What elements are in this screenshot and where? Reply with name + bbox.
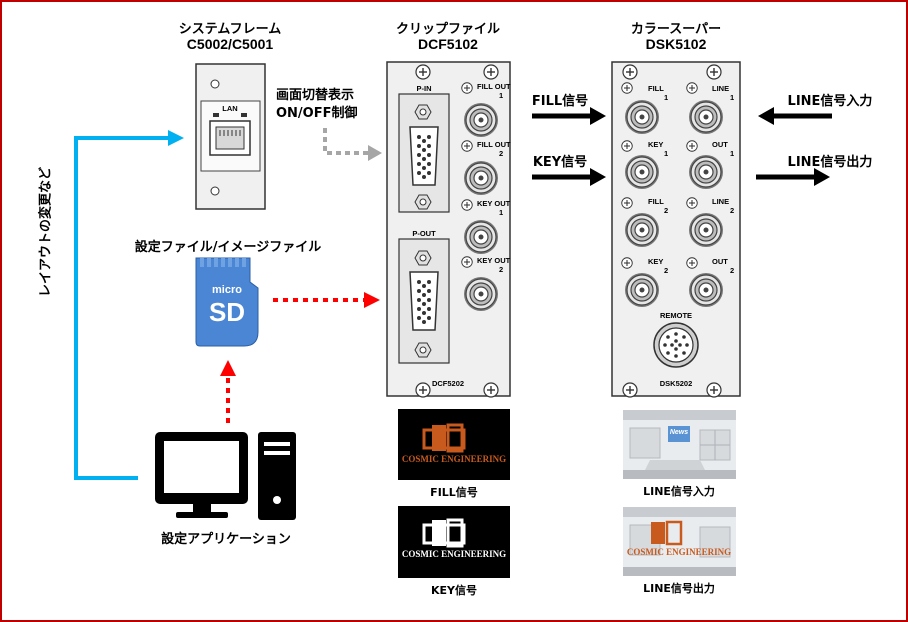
sd-caption: 設定ファイル/イメージファイル bbox=[134, 240, 322, 255]
super-title: カラースーパー bbox=[630, 22, 722, 37]
bnc-connector bbox=[463, 102, 499, 138]
panel-screw-icon bbox=[415, 64, 431, 80]
input-num: 2 bbox=[664, 206, 669, 215]
key-thumb-caption: KEY信号 bbox=[430, 584, 478, 597]
line-out-thumbnail bbox=[623, 507, 736, 576]
panel-screw-icon bbox=[483, 64, 499, 80]
pc-icon bbox=[155, 432, 296, 520]
fill-thumb-logo: COSMIC ENGINEERING bbox=[401, 454, 507, 464]
bnc-connector bbox=[624, 272, 660, 308]
input-num: 1 bbox=[664, 149, 669, 158]
panel-screw-icon bbox=[706, 64, 722, 80]
sd-text: SD bbox=[208, 297, 246, 327]
system-frame-model: C5002/C5001 bbox=[186, 36, 274, 52]
control-label-line1: 画面切替表示 bbox=[276, 88, 355, 103]
sd-transfer-arrow bbox=[273, 292, 380, 308]
output-num: 1 bbox=[499, 91, 504, 100]
input-num: 1 bbox=[664, 93, 669, 102]
panel-screw-icon bbox=[706, 382, 722, 398]
news-text: News bbox=[669, 429, 689, 436]
lan-port-label: LAN bbox=[222, 104, 238, 113]
input-label: KEY bbox=[648, 257, 664, 266]
bnc-connector bbox=[624, 99, 660, 135]
super-plate: DSK5202 bbox=[659, 379, 693, 388]
line-out-thumb-logo: COSMIC ENGINEERING bbox=[626, 547, 732, 557]
control-label-line2: ON/OFF制御 bbox=[276, 106, 358, 121]
super-module bbox=[611, 61, 741, 398]
remote-connector bbox=[653, 322, 699, 368]
super-model: DSK5102 bbox=[645, 36, 707, 52]
output-num: 2 bbox=[499, 265, 504, 274]
output-num: 1 bbox=[730, 93, 735, 102]
pc-to-sd-arrow bbox=[220, 360, 236, 423]
control-arrow bbox=[323, 128, 382, 161]
input-label: FILL bbox=[648, 197, 664, 206]
panel-screw-icon bbox=[483, 382, 499, 398]
bnc-connector bbox=[688, 272, 724, 308]
line-in-label: LINE信号入力 bbox=[787, 94, 873, 109]
input-label: KEY bbox=[648, 140, 664, 149]
output-label: KEY OUT bbox=[477, 199, 511, 208]
layout-change-path bbox=[74, 130, 184, 480]
bnc-connector bbox=[624, 212, 660, 248]
fill-signal-thumbnail bbox=[398, 409, 510, 480]
sd-micro-text: micro bbox=[212, 284, 242, 296]
clip-file-plate: DCF5202 bbox=[431, 379, 465, 388]
system-frame-title: システムフレーム bbox=[178, 22, 282, 37]
layout-change-label: レイアウトの変更など bbox=[38, 166, 54, 298]
output-label: FILL OUT bbox=[477, 140, 511, 149]
output-label: LINE bbox=[712, 197, 730, 206]
fill-thumb-caption: FILL信号 bbox=[430, 486, 478, 499]
line-in-thumb-caption: LINE信号入力 bbox=[643, 485, 715, 498]
output-label: FILL OUT bbox=[477, 82, 511, 91]
panel-screw-icon bbox=[622, 382, 638, 398]
p-in-connector bbox=[409, 126, 439, 186]
input-label: FILL bbox=[648, 84, 664, 93]
p-in-label: P-IN bbox=[416, 84, 432, 93]
panel-screw-icon bbox=[415, 382, 431, 398]
bnc-connector bbox=[624, 154, 660, 190]
fill-signal-label: FILL信号 bbox=[531, 94, 589, 109]
line-out-label: LINE信号出力 bbox=[787, 155, 873, 170]
output-num: 2 bbox=[730, 206, 735, 215]
clip-file-title: クリップファイル bbox=[395, 22, 501, 37]
remote-label: REMOTE bbox=[659, 311, 693, 320]
output-label: OUT bbox=[712, 257, 728, 266]
line-out-thumb-caption: LINE信号出力 bbox=[643, 582, 715, 595]
key-signal-thumbnail bbox=[398, 506, 510, 578]
p-out-label: P-OUT bbox=[412, 229, 436, 238]
pc-caption: 設定アプリケーション bbox=[161, 532, 291, 547]
output-label: LINE bbox=[712, 84, 730, 93]
bnc-connector bbox=[463, 276, 499, 312]
system-frame-module bbox=[195, 63, 266, 210]
line-in-thumbnail bbox=[623, 410, 736, 479]
output-num: 2 bbox=[730, 266, 735, 275]
bnc-connector bbox=[463, 219, 499, 255]
output-num: 2 bbox=[499, 149, 504, 158]
bnc-connector bbox=[688, 212, 724, 248]
output-num: 1 bbox=[499, 208, 504, 217]
bnc-connector bbox=[688, 154, 724, 190]
microsd-card bbox=[195, 257, 259, 347]
input-num: 2 bbox=[664, 266, 669, 275]
clip-file-model: DCF5102 bbox=[418, 36, 478, 52]
key-signal-label: KEY信号 bbox=[532, 155, 588, 170]
output-label: KEY OUT bbox=[477, 256, 511, 265]
output-num: 1 bbox=[730, 149, 735, 158]
key-thumb-logo: COSMIC ENGINEERING bbox=[401, 549, 507, 559]
clip-file-module bbox=[386, 61, 511, 398]
bnc-connector bbox=[463, 160, 499, 196]
p-out-connector bbox=[409, 271, 439, 331]
panel-screw-icon bbox=[622, 64, 638, 80]
output-label: OUT bbox=[712, 140, 728, 149]
bnc-connector bbox=[688, 99, 724, 135]
signal-arrows bbox=[532, 107, 832, 186]
